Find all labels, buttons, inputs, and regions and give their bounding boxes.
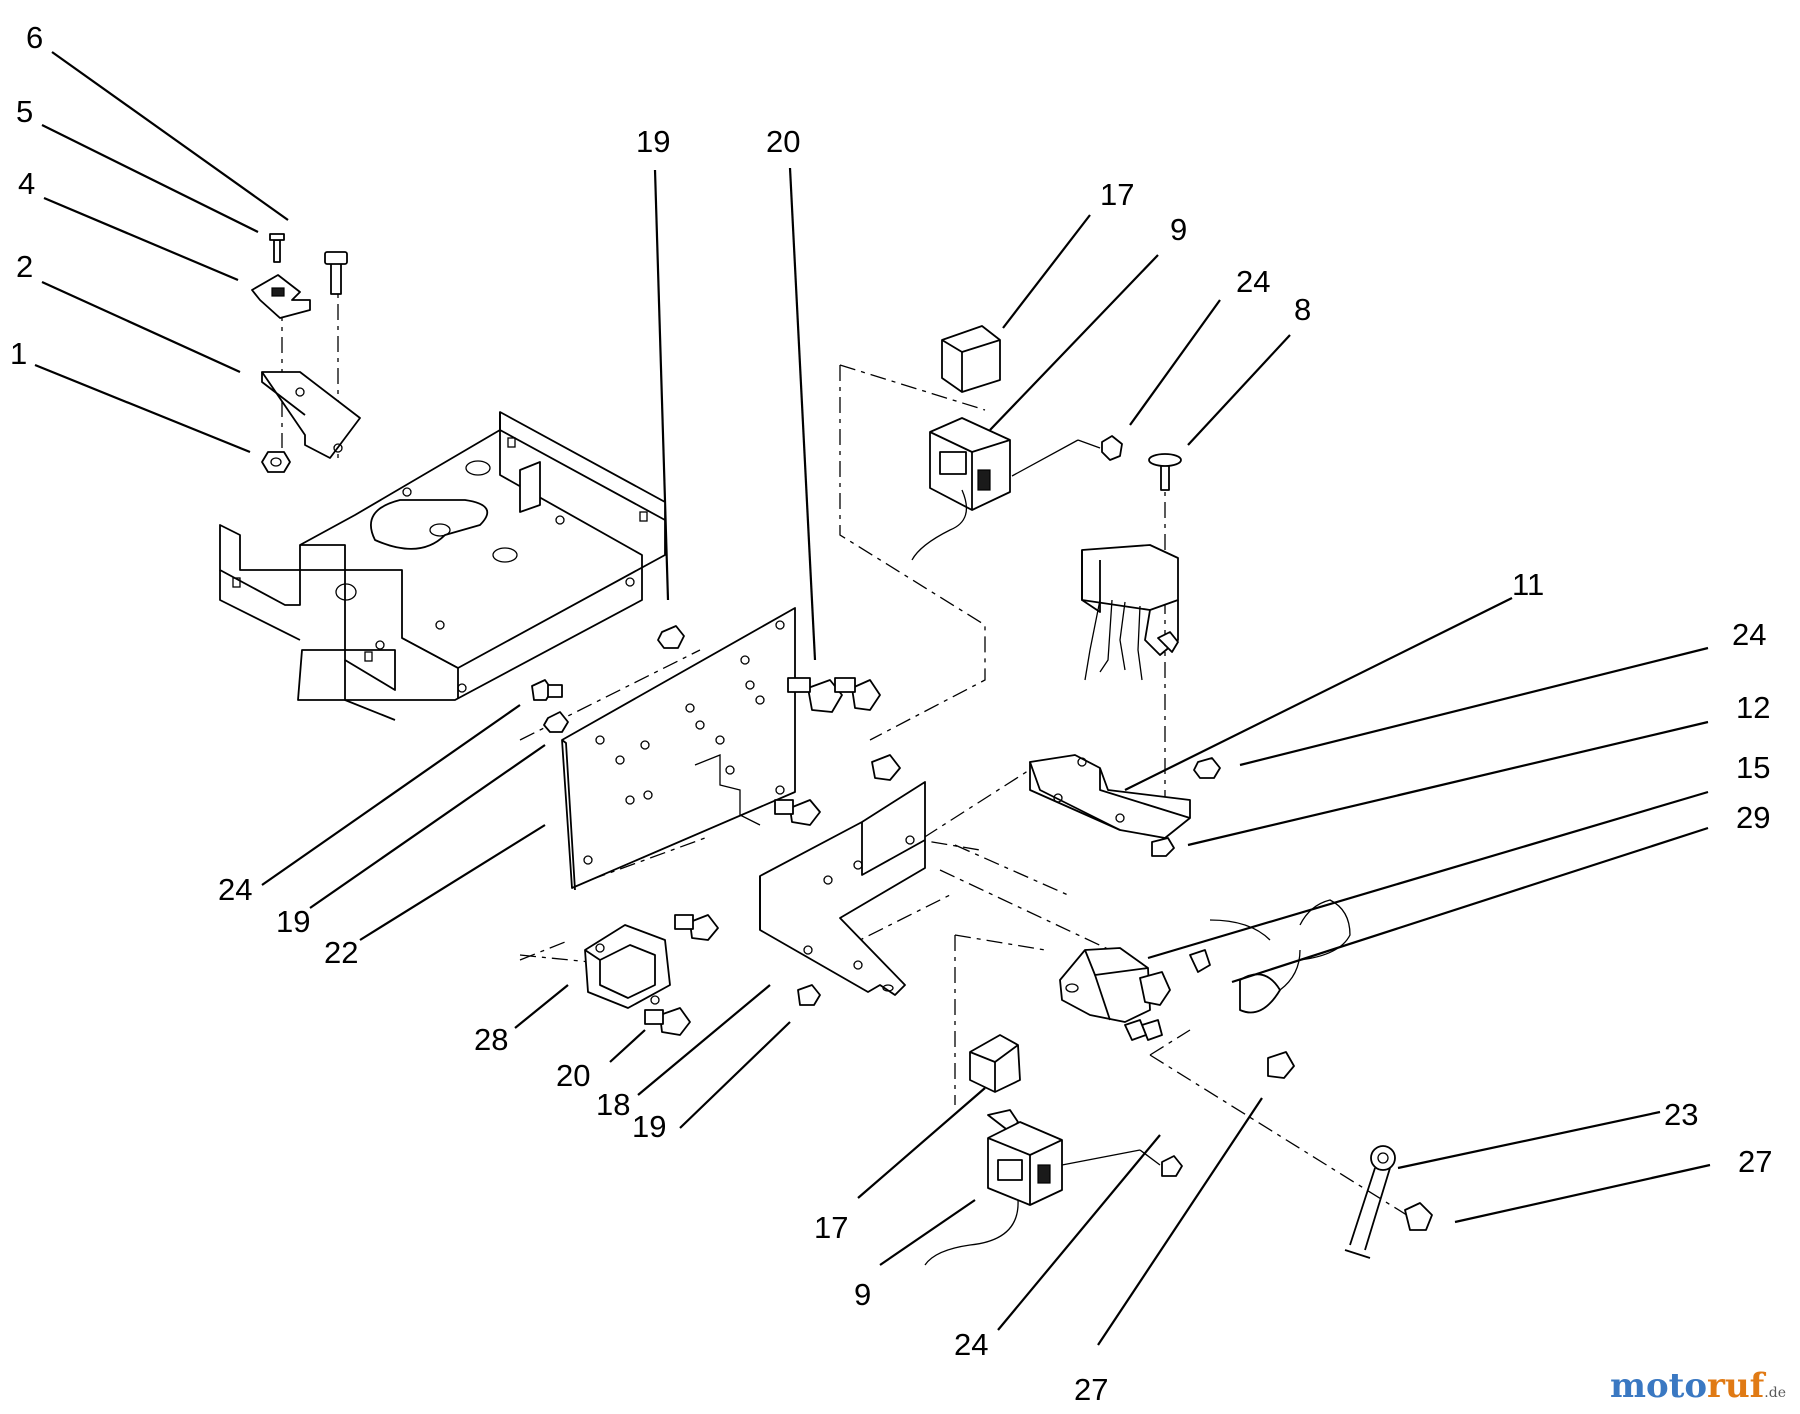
watermark-part1: moto: [1609, 1366, 1708, 1406]
base-plate: [219, 411, 666, 721]
label-19-left: 19: [276, 904, 310, 939]
label-29: 29: [1736, 800, 1770, 835]
relay-bottom: [924, 1034, 1183, 1266]
watermark-suffix: .de: [1764, 1385, 1786, 1401]
connector-harness: [1081, 453, 1182, 681]
mounting-plate: [561, 607, 796, 891]
label-17-top: 17: [1100, 177, 1134, 212]
label-9-bottom: 9: [854, 1277, 871, 1312]
cable-29: [1124, 899, 1351, 1079]
label-18: 18: [596, 1087, 630, 1122]
label-20-bottom: 20: [556, 1058, 590, 1093]
label-24-left: 24: [218, 872, 252, 907]
switch-15: [1059, 947, 1211, 1041]
label-24-right: 24: [1732, 617, 1766, 652]
part-labels: 6 5 4 2 1 19 20 17 9 24 8 11 24 12 15 29…: [10, 20, 1772, 1407]
angle-bracket: [759, 781, 926, 996]
label-5: 5: [16, 94, 33, 129]
motoruf-watermark-logo: motoruf.de: [1610, 1366, 1786, 1406]
label-23: 23: [1664, 1097, 1698, 1132]
label-27-bottom: 27: [1074, 1372, 1108, 1407]
label-28: 28: [474, 1022, 508, 1057]
assembly-lines: [281, 272, 1419, 1223]
label-19-bottom: 19: [632, 1109, 666, 1144]
terminal-23: [1344, 1145, 1433, 1259]
label-2: 2: [16, 249, 33, 284]
label-9-top: 9: [1170, 212, 1187, 247]
label-24-bottom: 24: [954, 1327, 988, 1362]
switch-assembly: [251, 233, 361, 473]
relay-top: [911, 325, 1123, 561]
module-28: [584, 924, 671, 1009]
label-19-top: 19: [636, 124, 670, 159]
label-1: 1: [10, 336, 27, 371]
hardware: [531, 625, 901, 1036]
label-24-top: 24: [1236, 264, 1270, 299]
bracket-11: [1029, 754, 1221, 857]
label-4: 4: [18, 166, 35, 201]
watermark-part2: ruf: [1707, 1366, 1765, 1406]
label-27-right: 27: [1738, 1144, 1772, 1179]
label-17-bottom: 17: [814, 1210, 848, 1245]
label-20-top: 20: [766, 124, 800, 159]
label-15: 15: [1736, 750, 1770, 785]
label-6: 6: [26, 20, 43, 55]
label-11: 11: [1512, 567, 1544, 602]
label-8: 8: [1294, 292, 1311, 327]
leader-lines: [34, 51, 1711, 1346]
label-12: 12: [1736, 690, 1770, 725]
label-22: 22: [324, 935, 358, 970]
